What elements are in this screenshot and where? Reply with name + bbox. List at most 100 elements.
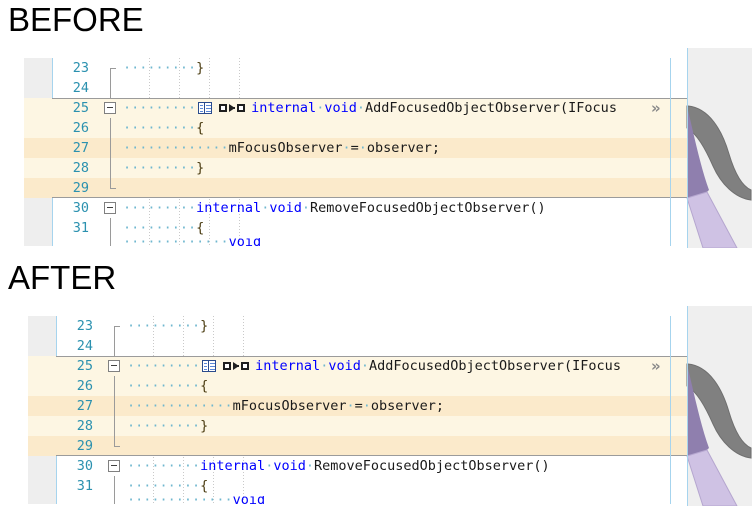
fold-column[interactable] (104, 416, 126, 436)
fold-column[interactable] (100, 98, 122, 118)
overflow-chevron-icon[interactable]: » (651, 99, 661, 117)
whitespace-dot: · (346, 398, 355, 414)
fold-column[interactable] (100, 198, 122, 218)
fold-guide-line (114, 376, 115, 396)
whitespace-dots: ········· (127, 378, 201, 394)
whitespace-dots: ········· (127, 358, 201, 374)
codelens-icon-group[interactable] (198, 102, 246, 114)
keyword-partial: void (228, 238, 262, 246)
codelens-icon-group[interactable] (202, 360, 250, 372)
whitespace-dots: ············· (127, 496, 233, 504)
fold-guide-line (114, 326, 115, 336)
fold-column[interactable] (104, 436, 126, 456)
line-number: 23 (76, 318, 93, 334)
keyword-void: void (324, 100, 357, 116)
code-line-row[interactable]: 26 ·········{ (28, 376, 700, 396)
whitespace-dots: ········· (123, 60, 197, 76)
open-brace: { (200, 378, 209, 394)
collapse-fold-icon[interactable] (108, 360, 120, 372)
keyword-void: void (269, 200, 302, 216)
code-text: ·············void (127, 496, 265, 504)
fold-column[interactable] (100, 78, 122, 98)
fold-guide-line (114, 396, 115, 416)
code-text: ·············mFocusObserver·=·observer; (123, 138, 440, 158)
code-line-row[interactable]: 30·········internal·void·RemoveFocusedOb… (28, 456, 700, 476)
method-signature-remove: RemoveFocusedObjectObserver() (313, 458, 550, 474)
collapse-fold-icon[interactable] (104, 202, 116, 214)
whitespace-dot: · (261, 200, 270, 216)
fold-guide-line (110, 218, 111, 238)
fold-column[interactable] (100, 158, 122, 178)
line-number: 24 (76, 338, 93, 354)
overflow-chevron-icon[interactable]: » (651, 357, 661, 375)
code-line-row[interactable]: 23·········} (24, 58, 700, 78)
whitespace-dots: ········· (123, 120, 197, 136)
line-number: 26 (76, 378, 93, 394)
collapse-fold-icon[interactable] (104, 102, 116, 114)
step-into-icon[interactable] (223, 362, 250, 370)
method-signature-add: AddFocusedObjectObserver(IFocus (364, 100, 617, 116)
fold-column[interactable] (104, 376, 126, 396)
fold-column[interactable] (100, 138, 122, 158)
fold-column[interactable] (104, 396, 126, 416)
code-line-row[interactable]: 28·········} (24, 158, 700, 178)
line-number: 25 (76, 358, 93, 374)
split-panes-icon[interactable] (198, 102, 213, 114)
code-text: ·········} (123, 158, 204, 178)
assign-value: observer; (370, 398, 445, 414)
code-line-row[interactable]: 29 (24, 178, 700, 198)
fold-column[interactable] (100, 58, 122, 78)
line-number: 26 (72, 120, 89, 136)
code-line-row[interactable]: 26·········{ (24, 118, 700, 138)
fold-column[interactable] (100, 178, 122, 198)
split-panes-icon[interactable] (202, 360, 217, 372)
code-text: ·········internal·void·RemoveFocusedObje… (123, 198, 546, 218)
code-text: ·········internal·void·AddFocusedObjectO… (127, 356, 621, 376)
fold-column[interactable] (100, 218, 122, 238)
fold-guide-line (114, 496, 115, 504)
after-caption: AFTER (8, 259, 117, 296)
code-line-row[interactable]: 29 (28, 436, 700, 456)
fold-column[interactable] (100, 118, 122, 138)
whitespace-dots: ············· (127, 398, 233, 414)
whitespace-dots: ········· (127, 318, 201, 334)
assign-identifier: mFocusObserver (228, 140, 343, 156)
code-line-row[interactable]: 23 ·········} (28, 316, 700, 336)
line-number: 29 (72, 180, 89, 196)
code-line-row[interactable]: 27·············mFocusObserver·=·observer… (28, 396, 700, 416)
editor-right-separator (670, 316, 671, 504)
code-line-row-clipped[interactable]: ·············void (28, 496, 700, 504)
code-line-row[interactable]: 24 (28, 336, 700, 356)
collapse-fold-icon[interactable] (108, 460, 120, 472)
keyword-internal: internal (196, 200, 262, 216)
fold-guide-line (110, 78, 111, 98)
fold-column (100, 238, 122, 246)
fold-column[interactable] (104, 456, 126, 476)
fold-guide-line (114, 436, 115, 446)
code-line-row-clipped[interactable]: ·············void (24, 238, 700, 246)
fold-column[interactable] (104, 356, 126, 376)
code-line-row[interactable]: 24 (24, 78, 700, 98)
whitespace-dot: · (305, 458, 314, 474)
line-number: 30 (72, 200, 89, 216)
after-editor-panel[interactable]: 23 ·········} 24 25 ·········internal·void·A… (28, 316, 700, 504)
keyword-internal: internal (251, 100, 317, 116)
before-caption: BEFORE (8, 1, 144, 38)
code-rows: 23 ·········} 24 25 ·········internal·void·A… (28, 316, 700, 504)
fold-column[interactable] (104, 316, 126, 336)
fold-column[interactable] (104, 476, 126, 496)
fold-guide-line (110, 138, 111, 158)
code-line-row[interactable]: 31·········{ (24, 218, 700, 238)
code-line-row[interactable]: 31·········{ (28, 476, 700, 496)
code-line-row[interactable]: 28·········} (28, 416, 700, 436)
step-into-icon[interactable] (219, 104, 246, 112)
code-line-row[interactable]: 25 ·········internal·void·AddFocusedObjec… (28, 356, 700, 376)
code-line-row[interactable]: 27·············mFocusObserver·=·observer… (24, 138, 700, 158)
fold-guide-line (114, 416, 115, 436)
fold-column[interactable] (104, 336, 126, 356)
code-line-row[interactable]: 25·········internal·void·AddFocusedObjec… (24, 98, 700, 118)
code-text: ·········internal·void·RemoveFocusedObje… (127, 456, 550, 476)
code-line-row[interactable]: 30 ·········internal·void·RemoveFocusedOb… (24, 198, 700, 218)
close-brace: } (200, 318, 209, 334)
